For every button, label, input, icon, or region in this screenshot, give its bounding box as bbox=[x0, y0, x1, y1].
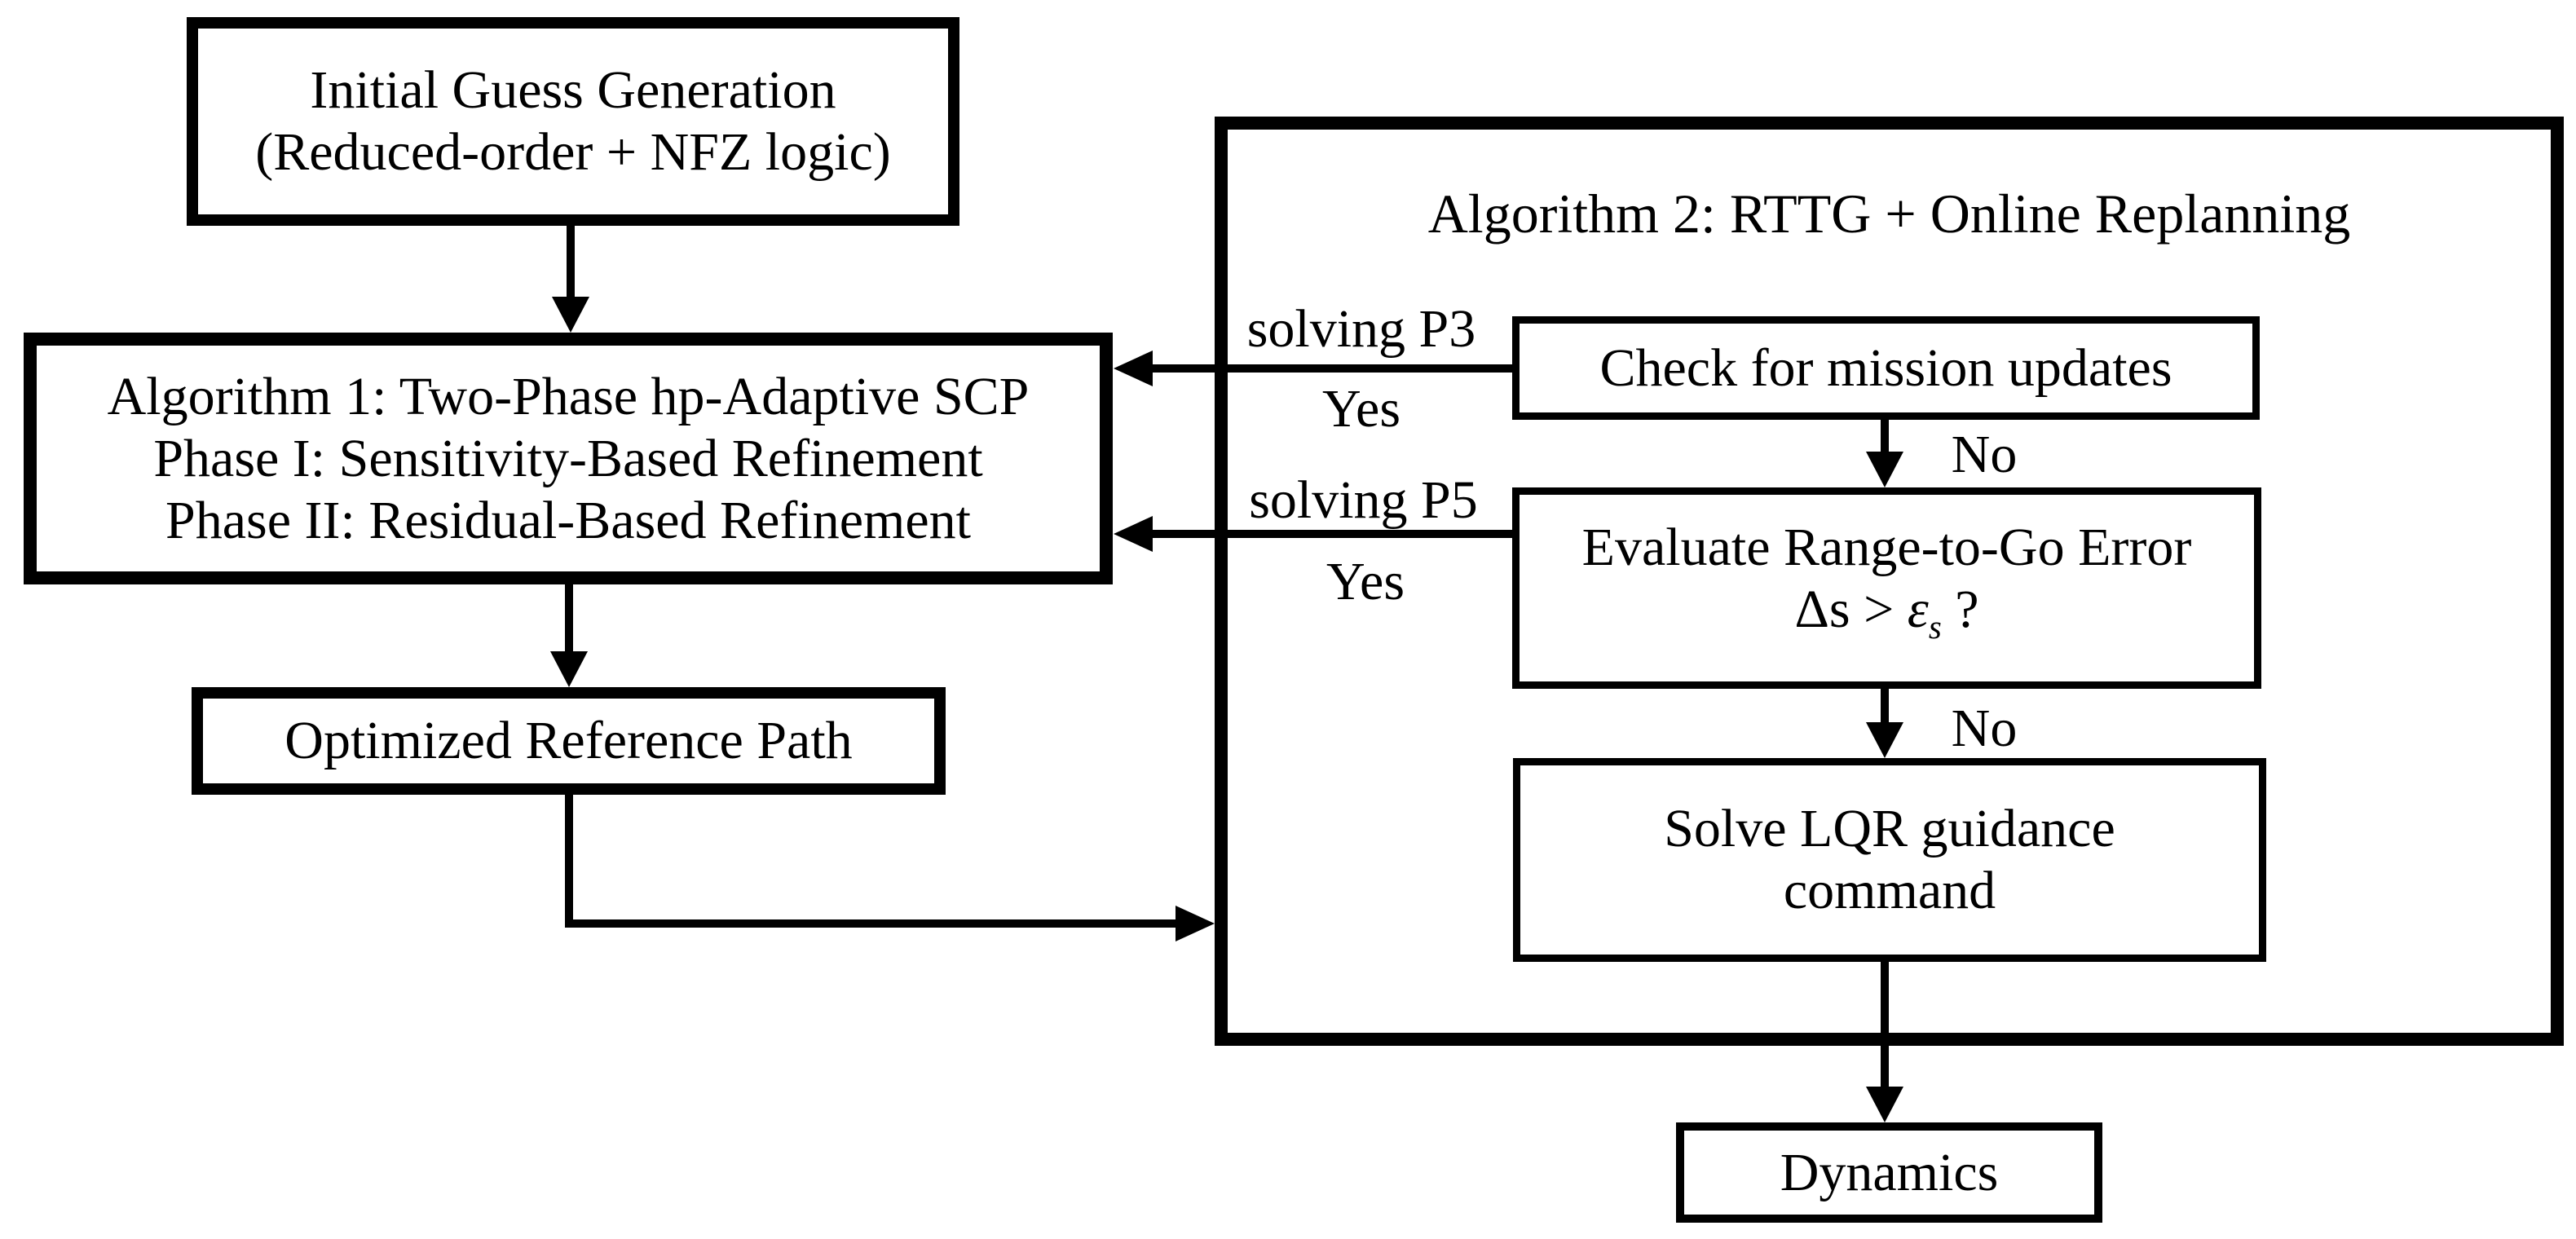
arrow-lqr-to-dynamics-line bbox=[1881, 962, 1889, 1091]
arrow-check-to-alg1-line bbox=[1149, 364, 1512, 373]
arrow-check-to-evaluate-line bbox=[1881, 420, 1889, 459]
algorithm1-box: Algorithm 1: Two-Phase hp-Adaptive SCP P… bbox=[24, 333, 1113, 584]
arrow-path-to-alg2-hline bbox=[565, 919, 1180, 928]
algorithm1-line3: Phase II: Residual-Based Refinement bbox=[165, 490, 971, 550]
check-mission-updates-label: Check for mission updates bbox=[1599, 337, 2172, 398]
edge-label-solving-p5: solving P5 bbox=[1249, 470, 1478, 530]
edge-label-no-after-evaluate: No bbox=[1951, 699, 2018, 758]
arrow-lqr-to-dynamics-head bbox=[1866, 1087, 1903, 1122]
dynamics-box: Dynamics bbox=[1676, 1122, 2102, 1223]
arrow-evaluate-to-lqr-line bbox=[1881, 689, 1889, 730]
edge-label-solving-p3: solving P3 bbox=[1246, 299, 1476, 359]
arrow-alg1-to-path-line bbox=[565, 584, 573, 656]
edge-label-yes-p5: Yes bbox=[1325, 552, 1405, 611]
arrow-evaluate-to-alg1-head bbox=[1114, 516, 1153, 552]
edge-label-yes-p3: Yes bbox=[1321, 379, 1401, 439]
solve-lqr-line1: Solve LQR guidance bbox=[1664, 799, 2115, 858]
arrow-evaluate-to-alg1-line bbox=[1149, 530, 1512, 538]
initial-guess-box: Initial Guess Generation (Reduced-order … bbox=[187, 17, 959, 226]
arrow-alg1-to-path-head bbox=[550, 651, 588, 687]
arrow-initial-to-alg1-line bbox=[567, 226, 575, 301]
evaluate-range-error-math: Δs > εs ? bbox=[1794, 580, 1979, 646]
algorithm1-line2: Phase I: Sensitivity-Based Refinement bbox=[153, 428, 983, 488]
check-mission-updates-box: Check for mission updates bbox=[1512, 316, 2260, 420]
algorithm2-container-box bbox=[1215, 117, 2564, 1046]
initial-guess-line2: (Reduced-order + NFZ logic) bbox=[255, 122, 891, 182]
evaluate-range-error-line1: Evaluate Range-to-Go Error bbox=[1581, 518, 2192, 578]
arrow-check-to-evaluate-head bbox=[1866, 452, 1903, 487]
optimized-reference-path-label: Optimized Reference Path bbox=[285, 711, 853, 770]
algorithm2-title: Algorithm 2: RTTG + Online Replanning bbox=[1427, 183, 2351, 245]
solve-lqr-box: Solve LQR guidance command bbox=[1513, 758, 2266, 962]
arrow-initial-to-alg1-head bbox=[552, 297, 589, 333]
arrow-path-to-alg2-head bbox=[1176, 906, 1215, 941]
optimized-reference-path-box: Optimized Reference Path bbox=[192, 687, 946, 795]
arrow-path-to-alg2-vline bbox=[565, 795, 573, 928]
algorithm1-line1: Algorithm 1: Two-Phase hp-Adaptive SCP bbox=[107, 366, 1030, 426]
evaluate-range-error-box: Evaluate Range-to-Go Error Δs > εs ? bbox=[1512, 487, 2261, 689]
dynamics-label: Dynamics bbox=[1780, 1142, 1999, 1202]
arrow-check-to-alg1-head bbox=[1114, 351, 1153, 386]
arrow-evaluate-to-lqr-head bbox=[1866, 722, 1903, 758]
edge-label-no-after-check: No bbox=[1951, 425, 2018, 484]
initial-guess-line1: Initial Guess Generation bbox=[310, 60, 836, 120]
solve-lqr-line2: command bbox=[1783, 861, 1996, 920]
